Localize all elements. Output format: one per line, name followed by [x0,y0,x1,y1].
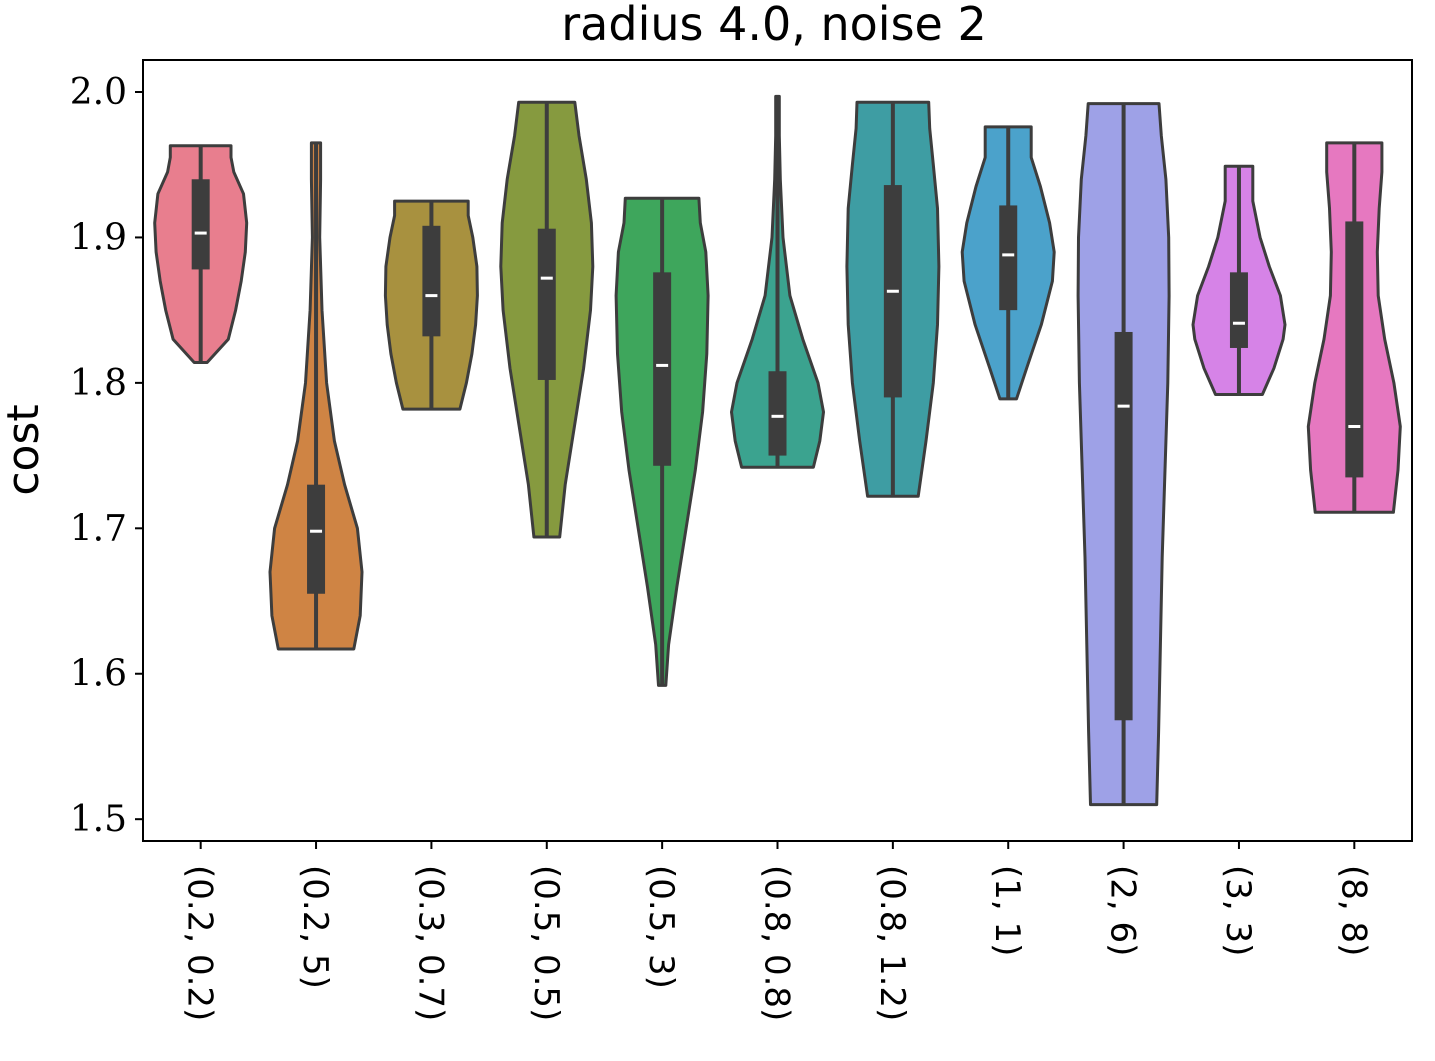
x-tick-label-4: (0.5, 3) [641,865,681,989]
x-tick-label-5: (0.8, 0.8) [757,865,797,1021]
x-tick-label-6: (0.8, 1.2) [872,865,912,1021]
x-tick-label-8: (2, 6) [1103,865,1143,956]
violin-6 [845,100,941,498]
violin-iqr-box-7 [999,205,1018,311]
violin-iqr-box-2 [422,225,441,337]
violin-iqr-box-1 [307,484,326,594]
violins-layer [153,94,1402,807]
violin-iqr-box-0 [191,179,210,270]
y-tick-label-0: 1.5 [70,799,127,840]
y-axis-ticks: 1.5 1.6 1.7 1.8 1.9 2.0 [70,72,143,840]
x-tick-label-7: (1, 1) [987,865,1027,956]
x-tick-label-0: (0.2, 0.2) [180,865,220,1021]
y-tick-label-5: 2.0 [70,72,127,113]
chart-title: radius 4.0, noise 2 [561,0,986,51]
x-tick-label-1: (0.2, 5) [295,865,335,989]
y-tick-label-3: 1.8 [70,363,127,404]
violin-iqr-box-5 [768,371,787,456]
violin-1 [268,141,364,651]
violin-2 [383,199,479,411]
x-tick-label-9: (3, 3) [1218,865,1258,956]
violin-3 [499,100,595,539]
x-tick-label-2: (0.3, 0.7) [410,865,450,1021]
violin-0 [153,144,249,364]
violin-iqr-box-10 [1345,221,1364,478]
violin-7 [960,125,1056,401]
violin-4 [614,196,710,687]
y-tick-label-2: 1.7 [70,508,127,549]
y-tick-label-1: 1.6 [70,654,127,695]
y-tick-label-4: 1.9 [70,217,127,258]
x-axis-ticks: (0.2, 0.2) (0.2, 5) (0.3, 0.7) (0.5, 0.5) (0… [180,841,1373,1021]
violin-iqr-box-4 [653,272,672,466]
violin-iqr-box-9 [1229,272,1248,348]
x-tick-label-3: (0.5, 0.5) [526,865,566,1021]
x-tick-label-10: (8, 8) [1333,865,1373,956]
violin-10 [1306,141,1402,514]
violin-iqr-box-8 [1114,331,1133,721]
violin-5 [730,94,825,469]
y-axis-label: cost [0,404,49,495]
violin-8 [1076,102,1171,807]
violin-iqr-box-3 [537,228,556,380]
violin-9 [1191,164,1287,396]
